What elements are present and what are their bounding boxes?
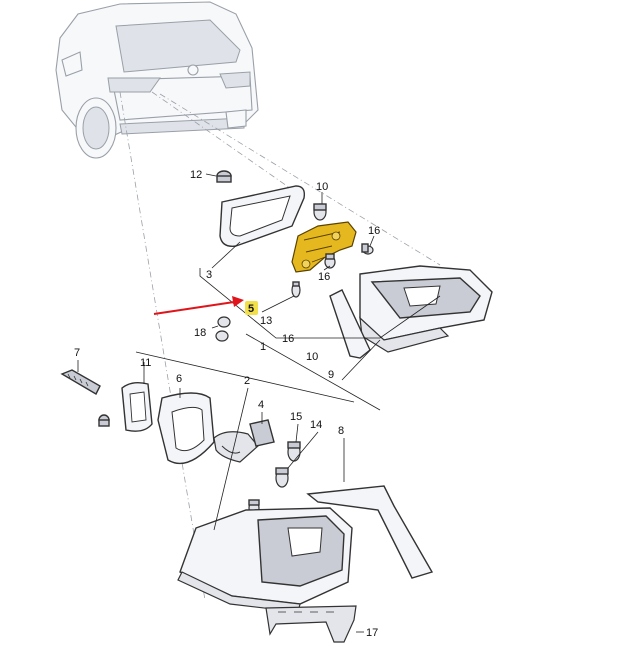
callout-2: 2 (244, 375, 250, 387)
guide-line (119, 91, 206, 601)
cap-part (215, 330, 229, 342)
small-bulb-part (361, 243, 374, 255)
group-bracket (199, 268, 441, 411)
guide-line (151, 91, 301, 196)
callout-12: 12 (190, 169, 202, 181)
callout-1: 1 (260, 341, 266, 353)
screw-part (60, 369, 101, 395)
wiring-socket-part (213, 419, 275, 463)
callout-16-right: 16 (368, 225, 380, 237)
gasket-part (219, 185, 306, 247)
bulb-part (291, 281, 301, 298)
callout-10-lower: 10 (306, 351, 318, 363)
callout-10-upper: 10 (316, 181, 328, 193)
nut-part (216, 170, 232, 183)
leader-lines (205, 173, 375, 329)
callout-4: 4 (258, 399, 264, 411)
guide-line (159, 93, 441, 266)
nut-part (98, 414, 110, 427)
pointer-arrow (153, 296, 244, 315)
outer-tail-lamp (177, 507, 353, 613)
callout-14: 14 (310, 419, 322, 431)
small-bulb-part (324, 253, 336, 269)
callout-8: 8 (338, 425, 344, 437)
gasket-part (157, 392, 215, 465)
callout-3: 3 (206, 269, 212, 281)
cap-part (217, 316, 231, 328)
trim-strip (329, 289, 371, 359)
callout-16-middle: 16 (318, 271, 330, 283)
callout-15: 15 (290, 411, 302, 423)
callout-18: 18 (194, 327, 206, 339)
callout-9: 9 (328, 369, 334, 381)
trim-strip (306, 485, 434, 579)
callout-13: 13 (260, 315, 272, 327)
callout-11: 11 (140, 357, 151, 369)
callout-5-highlighted: 5 (248, 303, 254, 315)
bulb-part (313, 203, 327, 221)
bulb-part (287, 441, 301, 462)
highlight-badge (245, 301, 258, 315)
bulb-part (275, 467, 289, 488)
car-illustration (55, 1, 259, 159)
frame-part (121, 381, 153, 432)
callout-17: 17 (366, 627, 378, 639)
bulb-carrier-highlighted (291, 221, 357, 273)
group-bracket (77, 351, 364, 633)
callout-16-lower: 16 (282, 333, 294, 345)
inner-tail-lamp (359, 265, 493, 353)
mounting-bracket-part (265, 605, 357, 643)
callout-6: 6 (176, 373, 182, 385)
callout-7: 7 (74, 347, 80, 359)
